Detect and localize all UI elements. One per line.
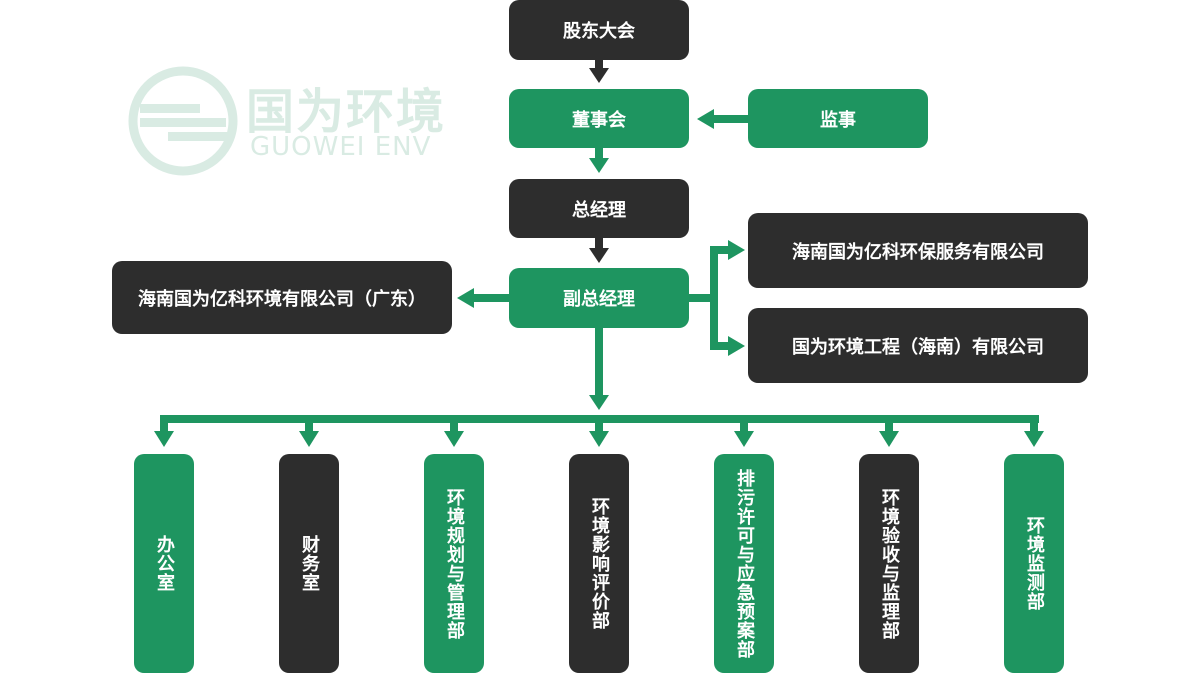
connector-deputy-right <box>688 294 714 302</box>
arrow-board-gm <box>589 158 609 173</box>
department-label: 财务室 <box>299 535 320 592</box>
node-department: 财务室 <box>279 454 339 673</box>
arrow-gm-deputy <box>589 248 609 263</box>
arrow-supervisor-board <box>697 109 714 129</box>
arrow-deputy-down <box>589 395 609 410</box>
arrow-shareholders-board <box>589 68 609 83</box>
connector-shareholders-board <box>595 60 603 70</box>
node-subsidiary-guangdong: 海南国为亿科环境有限公司（广东） <box>112 261 452 334</box>
connector-dept-drop <box>305 419 313 433</box>
arrow-dept-drop <box>734 431 754 447</box>
node-subsidiary-env-service: 海南国为亿科环保服务有限公司 <box>748 213 1088 288</box>
node-label: 监事 <box>820 109 856 131</box>
node-shareholders-meeting: 股东大会 <box>509 0 689 60</box>
node-label: 海南国为亿科环保服务有限公司 <box>792 241 1044 263</box>
node-general-manager: 总经理 <box>509 179 689 238</box>
arrow-deputy-guangdong <box>457 288 474 308</box>
node-department: 环境规划与管理部 <box>424 454 484 673</box>
node-label: 海南国为亿科环境有限公司（广东） <box>138 288 426 310</box>
node-department: 环境影响评价部 <box>569 454 629 673</box>
connector-board-gm <box>595 148 603 160</box>
node-board-of-directors: 董事会 <box>509 89 689 148</box>
department-label: 环境影响评价部 <box>589 497 610 630</box>
node-label: 股东大会 <box>563 21 635 42</box>
connector-dept-drop <box>595 419 603 433</box>
connector-supervisor-board <box>712 115 750 123</box>
node-department: 环境监测部 <box>1004 454 1064 673</box>
connector-dept-drop <box>1030 419 1038 433</box>
logo-name-cn: 国为环境 <box>246 84 447 140</box>
department-label: 环境规划与管理部 <box>444 487 465 640</box>
connector-deputy-down <box>595 327 603 397</box>
connector-dept-drop <box>450 419 458 433</box>
connector-dept-drop <box>160 419 168 433</box>
logo-name-en: GUOWEI ENV <box>250 132 432 162</box>
arrow-dept-drop <box>589 431 609 447</box>
arrow-dept-drop <box>1024 431 1044 447</box>
connector-to-env-service <box>710 246 730 254</box>
connector-dept-drop <box>740 419 748 433</box>
arrow-dept-drop <box>444 431 464 447</box>
connector-gm-deputy <box>595 238 603 250</box>
arrow-to-env-service <box>728 240 745 260</box>
department-label: 办公室 <box>154 535 175 592</box>
node-label: 国为环境工程（海南）有限公司 <box>792 336 1044 358</box>
arrow-dept-drop <box>299 431 319 447</box>
connector-dept-drop <box>885 419 893 433</box>
logo-emblem-icon <box>128 66 238 176</box>
connector-to-engineering <box>710 342 730 350</box>
node-label: 董事会 <box>572 109 626 131</box>
department-label: 环境验收与监理部 <box>879 487 900 640</box>
connector-deputy-guangdong <box>472 294 512 302</box>
arrow-dept-drop <box>879 431 899 447</box>
node-department: 排污许可与应急预案部 <box>714 454 774 673</box>
node-subsidiary-engineering: 国为环境工程（海南）有限公司 <box>748 308 1088 383</box>
node-deputy-general-manager: 副总经理 <box>509 268 689 328</box>
arrow-dept-drop <box>154 431 174 447</box>
node-department: 办公室 <box>134 454 194 673</box>
arrow-to-engineering <box>728 336 745 356</box>
connector-right-vertical <box>710 246 718 350</box>
department-label: 环境监测部 <box>1024 516 1045 611</box>
node-supervisor: 监事 <box>748 89 928 148</box>
node-label: 总经理 <box>572 199 626 221</box>
company-logo: 国为环境 GUOWEI ENV <box>128 66 444 176</box>
department-label: 排污许可与应急预案部 <box>734 468 755 659</box>
node-label: 副总经理 <box>563 289 635 310</box>
node-department: 环境验收与监理部 <box>859 454 919 673</box>
